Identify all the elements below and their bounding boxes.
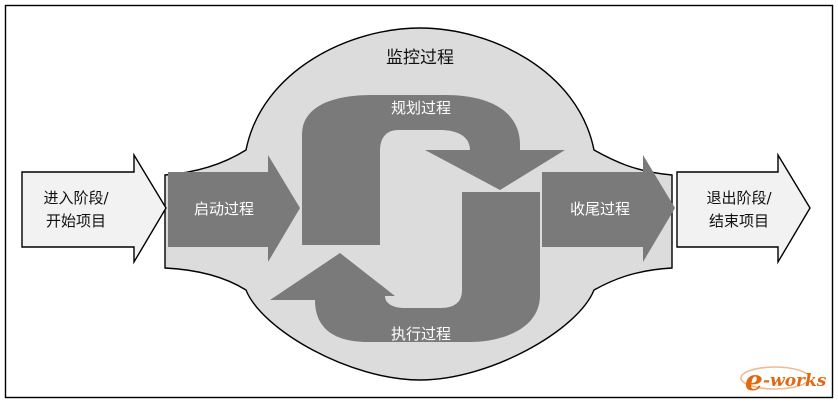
entry-arrow — [21, 152, 167, 265]
executing-label: 执行过程 — [391, 325, 451, 343]
planning-arrow — [302, 95, 565, 245]
planning-label: 规划过程 — [391, 99, 451, 117]
exit-label-line2: 结束项目 — [709, 212, 769, 230]
monitoring-controlling-label: 监控过程 — [386, 48, 454, 68]
closing-arrow — [542, 155, 675, 262]
executing-arrow — [270, 192, 540, 342]
closing-label: 收尾过程 — [570, 200, 630, 218]
watermark-rest: -works — [763, 371, 827, 391]
entry-label-line2: 开始项目 — [46, 212, 106, 230]
watermark-e: e — [745, 364, 763, 397]
exit-arrow — [676, 152, 811, 265]
initiating-label: 启动过程 — [194, 200, 254, 218]
exit-label-line1: 退出阶段/ — [706, 189, 772, 207]
e-works-watermark: e -works — [740, 364, 827, 397]
initiating-arrow — [168, 155, 300, 262]
entry-label-line1: 进入阶段/ — [43, 189, 109, 207]
